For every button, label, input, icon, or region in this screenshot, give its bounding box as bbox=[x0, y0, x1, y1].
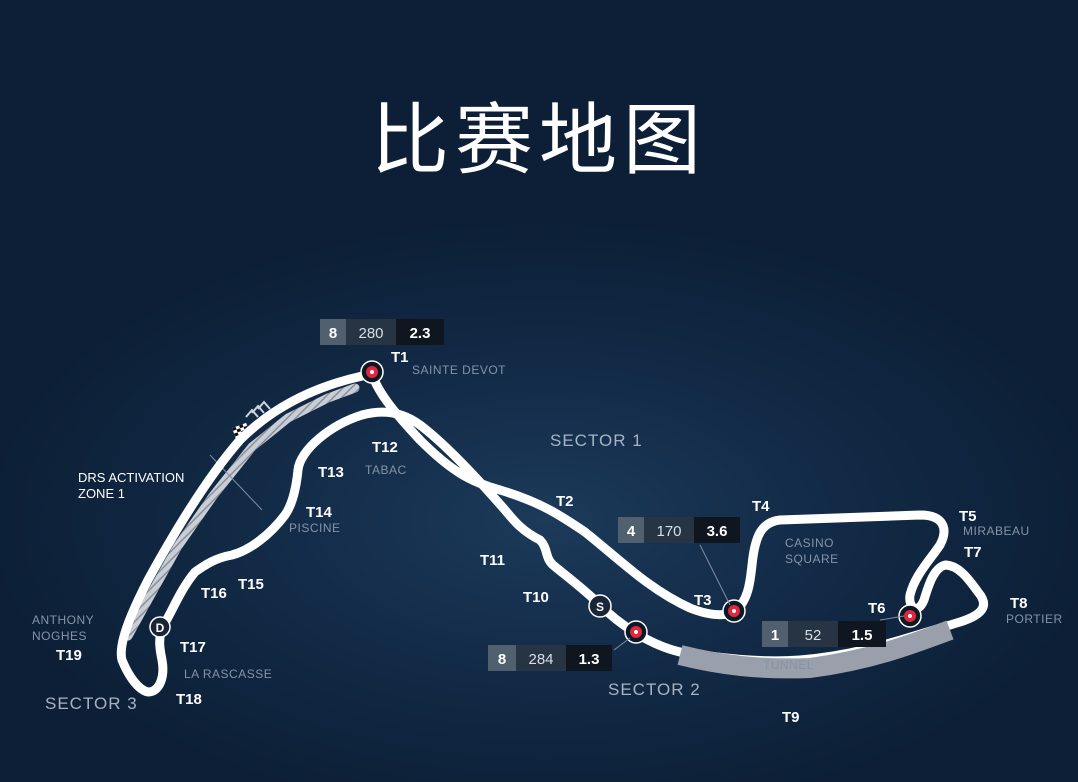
page-title: 比赛地图 bbox=[370, 96, 707, 186]
turn-label-t12: T12 bbox=[372, 439, 398, 456]
stat-speed: 280 bbox=[358, 325, 383, 342]
turn-label-t18: T18 bbox=[176, 691, 202, 708]
turn-label-t17: T17 bbox=[180, 639, 206, 656]
stat-gear: 8 bbox=[498, 651, 506, 668]
corner-stat-t6: 1 52 1.5 bbox=[762, 621, 886, 647]
corner-name-sainte-devot: SAINTE DEVOT bbox=[412, 363, 506, 377]
corner-name-anthony-1: ANTHONY bbox=[32, 613, 94, 627]
drs-detection-marker[interactable]: D bbox=[149, 616, 171, 638]
stat-speed: 170 bbox=[656, 523, 681, 540]
drs-zone-label-2: ZONE 1 bbox=[78, 486, 125, 501]
turn-label-t16: T16 bbox=[201, 585, 227, 602]
turn-label-t1: T1 bbox=[391, 349, 409, 366]
speed-trap-label: S bbox=[596, 600, 604, 614]
corner-stat-t10: 8 284 1.3 bbox=[488, 645, 612, 671]
turn-label-t11: T11 bbox=[480, 552, 505, 569]
turn-label-t7: T7 bbox=[964, 544, 982, 561]
corner-stat-t3: 4 170 3.6 bbox=[618, 517, 740, 543]
turn-label-t19: T19 bbox=[56, 647, 82, 664]
corner-name-portier: PORTIER bbox=[1006, 612, 1063, 626]
turn-label-t6: T6 bbox=[868, 600, 886, 617]
corner-name-la-rascasse: LA RASCASSE bbox=[184, 667, 272, 681]
corner-name-casino-1: CASINO bbox=[785, 536, 834, 550]
brake-marker-t6[interactable] bbox=[898, 604, 922, 628]
corner-name-mirabeau: MIRABEAU bbox=[963, 524, 1030, 538]
stat-gear: 8 bbox=[329, 325, 337, 342]
stat-gear: 4 bbox=[627, 523, 636, 540]
tunnel-label: TUNNEL bbox=[763, 658, 814, 672]
brake-marker-t1[interactable] bbox=[360, 360, 384, 384]
tunnel-section bbox=[677, 620, 954, 679]
stat-speed: 284 bbox=[528, 651, 553, 668]
stat-g-force: 1.3 bbox=[579, 651, 600, 668]
corner-stat-t1: 8 280 2.3 bbox=[320, 319, 444, 345]
turn-label-t2: T2 bbox=[556, 493, 574, 510]
turn-label-t4: T4 bbox=[752, 498, 770, 515]
turn-label-t5: T5 bbox=[959, 508, 977, 525]
sector-label-2: SECTOR 2 bbox=[608, 680, 701, 699]
corner-name-tabac: TABAC bbox=[365, 463, 407, 477]
stat-g-force: 1.5 bbox=[852, 627, 873, 644]
turn-label-t10: T10 bbox=[523, 589, 549, 606]
corner-name-anthony-2: NOGHES bbox=[32, 629, 87, 643]
stat-g-force: 2.3 bbox=[410, 325, 431, 342]
speed-trap-marker[interactable]: S bbox=[588, 594, 612, 618]
stat-pointer-t6 bbox=[879, 615, 905, 621]
sector-label-3: SECTOR 3 bbox=[45, 694, 138, 713]
corner-name-casino-2: SQUARE bbox=[785, 552, 839, 566]
drs-zone-band bbox=[123, 383, 360, 641]
turn-label-t3: T3 bbox=[694, 592, 712, 609]
stat-pointer-t3 bbox=[699, 544, 731, 606]
brake-marker-t10[interactable] bbox=[624, 620, 648, 644]
brake-marker-t3[interactable] bbox=[722, 599, 746, 623]
corner-name-piscine: PISCINE bbox=[289, 521, 341, 535]
sector-label-1: SECTOR 1 bbox=[550, 431, 643, 450]
stat-speed: 52 bbox=[805, 627, 822, 644]
stat-g-force: 3.6 bbox=[707, 523, 728, 540]
turn-label-t8: T8 bbox=[1010, 595, 1028, 612]
turn-label-t9: T9 bbox=[782, 709, 800, 726]
stat-gear: 1 bbox=[771, 627, 779, 644]
turn-label-t15: T15 bbox=[238, 576, 264, 593]
drs-detection-label: D bbox=[156, 621, 165, 635]
stat-pointer-t10 bbox=[613, 637, 631, 651]
turn-label-t14: T14 bbox=[306, 504, 333, 521]
drs-chevron-icon bbox=[245, 400, 271, 418]
drs-zone-label-1: DRS ACTIVATION bbox=[78, 470, 184, 485]
turn-label-t13: T13 bbox=[318, 464, 344, 481]
